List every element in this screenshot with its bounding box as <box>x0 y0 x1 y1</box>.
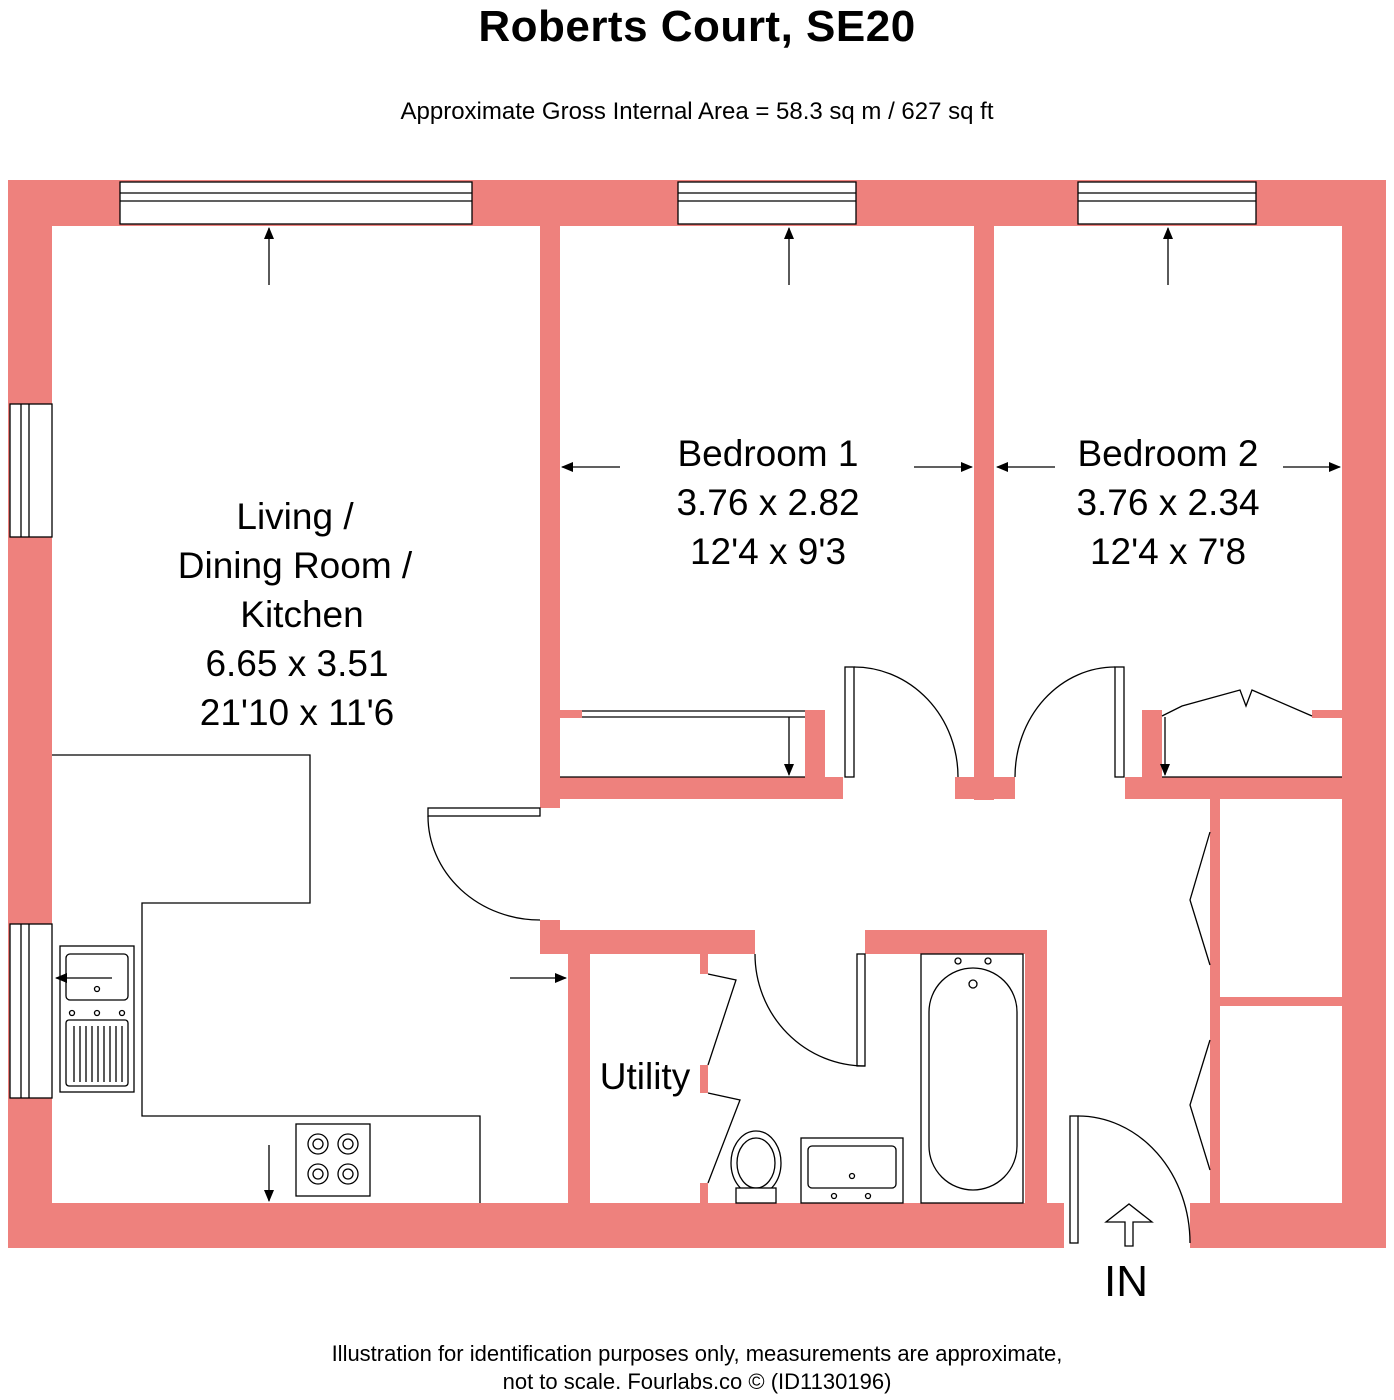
wall-bed2-bottom <box>1125 777 1342 799</box>
wall-utility-left <box>568 954 590 1204</box>
wall-bottom-left <box>8 1203 1064 1248</box>
wall-utility-stub-mid <box>700 1065 708 1093</box>
window-living-top <box>119 181 473 225</box>
wall-utility-stub-top <box>700 954 708 974</box>
door-entrance <box>1069 1115 1191 1244</box>
wardrobe-bedroom2 <box>1161 689 1342 778</box>
wall-bed1-left <box>540 226 560 808</box>
basin-icon <box>800 1137 904 1204</box>
bathtub-icon <box>920 953 1024 1204</box>
window-bedroom1-top <box>677 181 857 225</box>
bedroom2-metric: 3.76 x 2.34 <box>1076 482 1259 523</box>
entrance-label: IN <box>1104 1257 1148 1306</box>
bedroom2-label: Bedroom 2 3.76 x 2.34 12'4 x 7'8 <box>1076 433 1259 572</box>
entrance-arrow-icon <box>1104 1203 1154 1247</box>
wall-utility-stub-bottom <box>700 1183 708 1203</box>
wardrobe-bedroom1 <box>560 710 805 778</box>
door-bathroom <box>754 953 866 1067</box>
bedroom1-name: Bedroom 1 <box>678 433 859 474</box>
utility-label: Utility <box>600 1056 691 1097</box>
wall-bed1-wardrobe-top-left <box>560 710 582 718</box>
walls <box>8 180 1386 1248</box>
disclaimer-line1: Illustration for identification purposes… <box>331 1341 1063 1366</box>
wall-bath-right <box>1025 930 1047 1203</box>
living-imperial: 21'10 x 11'6 <box>200 692 395 733</box>
bedroom1-imperial: 12'4 x 9'3 <box>690 531 846 572</box>
living-label-line1: Living / <box>236 496 354 537</box>
door-living <box>427 807 541 921</box>
window-living-left-upper <box>9 403 53 538</box>
hob-icon <box>295 1123 371 1197</box>
gross-area-subtitle: Approximate Gross Internal Area = 58.3 s… <box>400 98 994 125</box>
wall-right <box>1342 180 1386 1248</box>
door-cupboards-bifold <box>1189 831 1211 1171</box>
living-metric: 6.65 x 3.51 <box>205 643 388 684</box>
wall-bed2-wardrobe-top-right <box>1312 710 1342 718</box>
door-bedroom2 <box>1014 666 1125 778</box>
sink-unit <box>59 945 135 1093</box>
door-utility-bifold <box>707 973 741 1184</box>
wall-bath-top-left <box>540 930 755 954</box>
wall-bed1-bottom <box>540 777 843 799</box>
dimension-arrows <box>55 227 1341 1202</box>
living-label-line3: Kitchen <box>240 594 363 635</box>
bedroom2-imperial: 12'4 x 7'8 <box>1090 531 1246 572</box>
wall-bed1-bottom-stub <box>955 777 1015 799</box>
wall-corridor-stub <box>540 920 560 954</box>
window-living-left-lower <box>9 923 53 1099</box>
bedroom1-label: Bedroom 1 3.76 x 2.82 12'4 x 9'3 <box>676 433 859 572</box>
toilet-icon <box>730 1130 782 1204</box>
windows <box>9 181 1257 1099</box>
wall-bed-divider <box>974 226 994 800</box>
wall-bed2-wardrobe-side <box>1142 710 1162 780</box>
disclaimer-footer: Illustration for identification purposes… <box>0 1340 1394 1396</box>
wall-cupboard-divider <box>1210 997 1342 1006</box>
door-bedroom1 <box>844 666 959 778</box>
plan-title: Roberts Court, SE20 <box>478 2 916 51</box>
wall-bed1-wardrobe-side <box>805 710 825 780</box>
bedroom1-metric: 3.76 x 2.82 <box>676 482 859 523</box>
living-room-label: Living / Dining Room / Kitchen 6.65 x 3.… <box>178 496 413 733</box>
wall-bottom-right <box>1190 1203 1386 1248</box>
window-bedroom2-top <box>1077 181 1257 225</box>
wall-bath-top-right <box>865 930 1047 954</box>
kitchen-worktop <box>52 754 481 1203</box>
living-label-line2: Dining Room / <box>178 545 413 586</box>
disclaimer-line2: not to scale. Fourlabs.co © (ID1130196) <box>502 1369 892 1394</box>
bedroom2-name: Bedroom 2 <box>1078 433 1259 474</box>
